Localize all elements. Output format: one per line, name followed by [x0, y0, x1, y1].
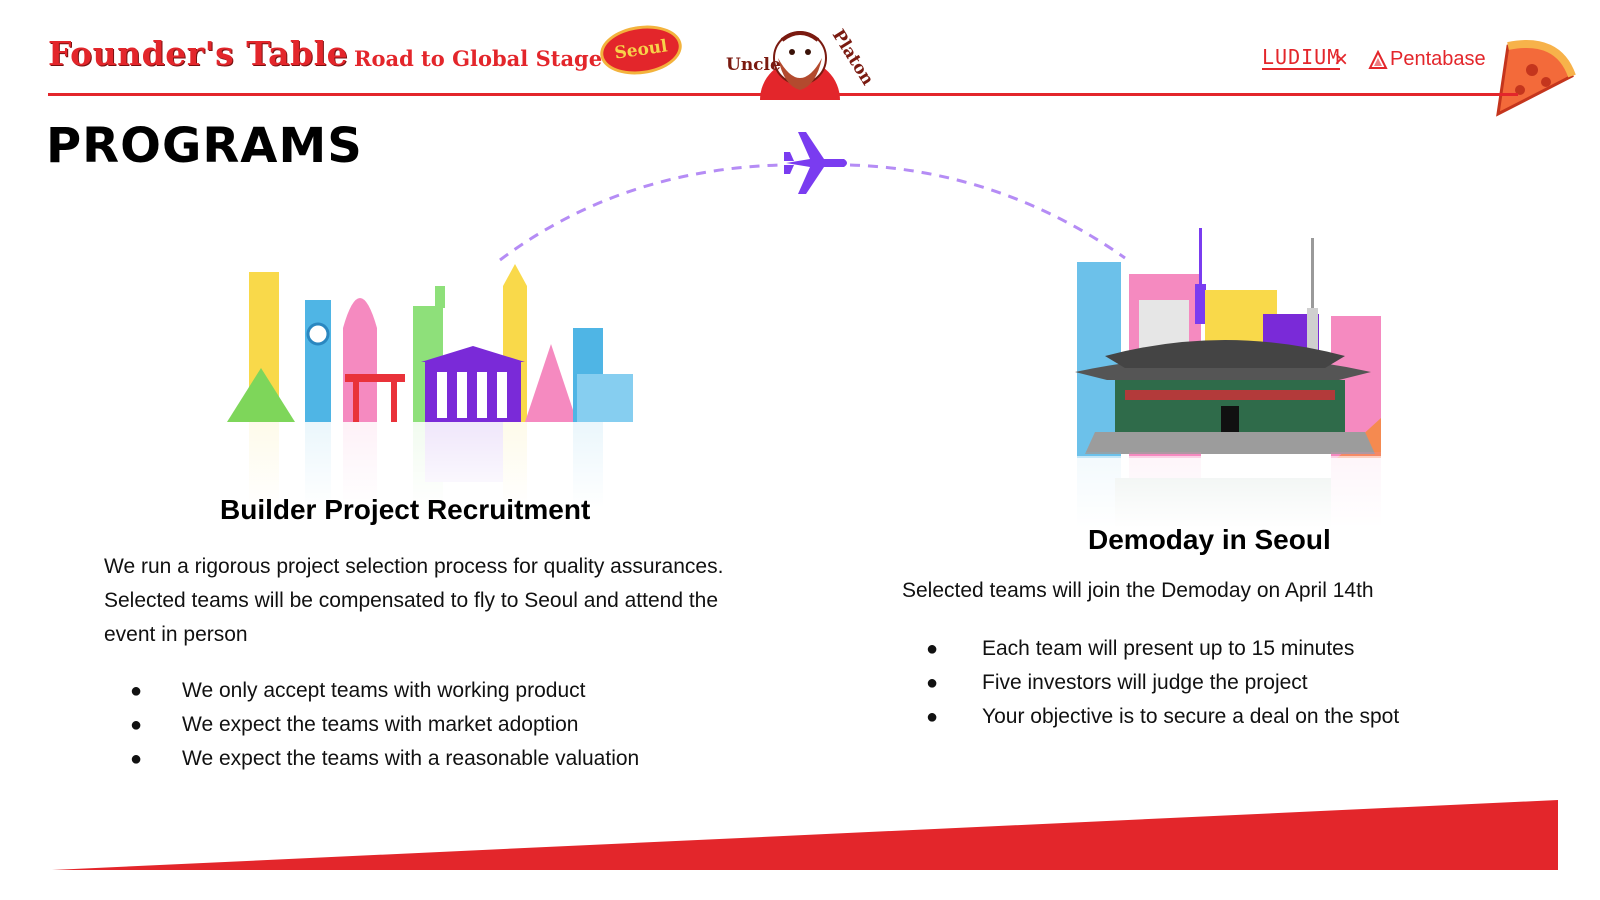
- mascot-label-right: Platon: [828, 26, 878, 89]
- pizza-icon: [1496, 40, 1576, 117]
- list-item: ●We expect the teams with a reasonable v…: [130, 747, 640, 770]
- seoul-palace-illustration: [1075, 228, 1395, 528]
- mascot-label-left: Uncle: [726, 55, 781, 75]
- seoul-badge: Seoul: [597, 20, 685, 80]
- list-item: ●We expect the teams with market adoptio…: [130, 713, 579, 736]
- brand-title: Founder's Table: [48, 34, 349, 73]
- brand-subtitle: Road to Global Stage: [354, 46, 603, 71]
- list-item: ●Five investors will judge the project: [926, 671, 1308, 694]
- flight-path: [499, 163, 1126, 262]
- pentabase-logo-icon: [1368, 50, 1388, 69]
- left-section-heading: Builder Project Recruitment: [220, 494, 591, 525]
- list-item: ●Your objective is to secure a deal on t…: [926, 705, 1400, 728]
- list-item: ●We only accept teams with working produ…: [130, 679, 586, 702]
- partner-pentabase: Pentabase: [1390, 48, 1486, 70]
- header-divider: [48, 93, 1518, 96]
- left-section-description: We run a rigorous project selection proc…: [104, 555, 724, 646]
- mascot-icon: Uncle Platon: [726, 26, 878, 100]
- page-title: PROGRAMS: [46, 118, 363, 174]
- left-section-bullets: ●We only accept teams with working produ…: [130, 674, 639, 776]
- right-section-bullets: ●Each team will present up to 15 minutes…: [926, 632, 1399, 734]
- right-section-description: Selected teams will join the Demoday on …: [902, 579, 1374, 602]
- world-skyline-illustration: [225, 264, 645, 508]
- airplane-icon: [784, 132, 847, 194]
- right-section-heading: Demoday in Seoul: [1088, 524, 1331, 555]
- partner-separator: ×: [1334, 46, 1349, 73]
- partner-ludium: LUDIUM: [1262, 45, 1341, 70]
- seoul-badge-label: Seoul: [613, 36, 669, 64]
- list-item: ●Each team will present up to 15 minutes: [926, 637, 1355, 660]
- svg-text:Uncle: Uncle: [726, 55, 781, 75]
